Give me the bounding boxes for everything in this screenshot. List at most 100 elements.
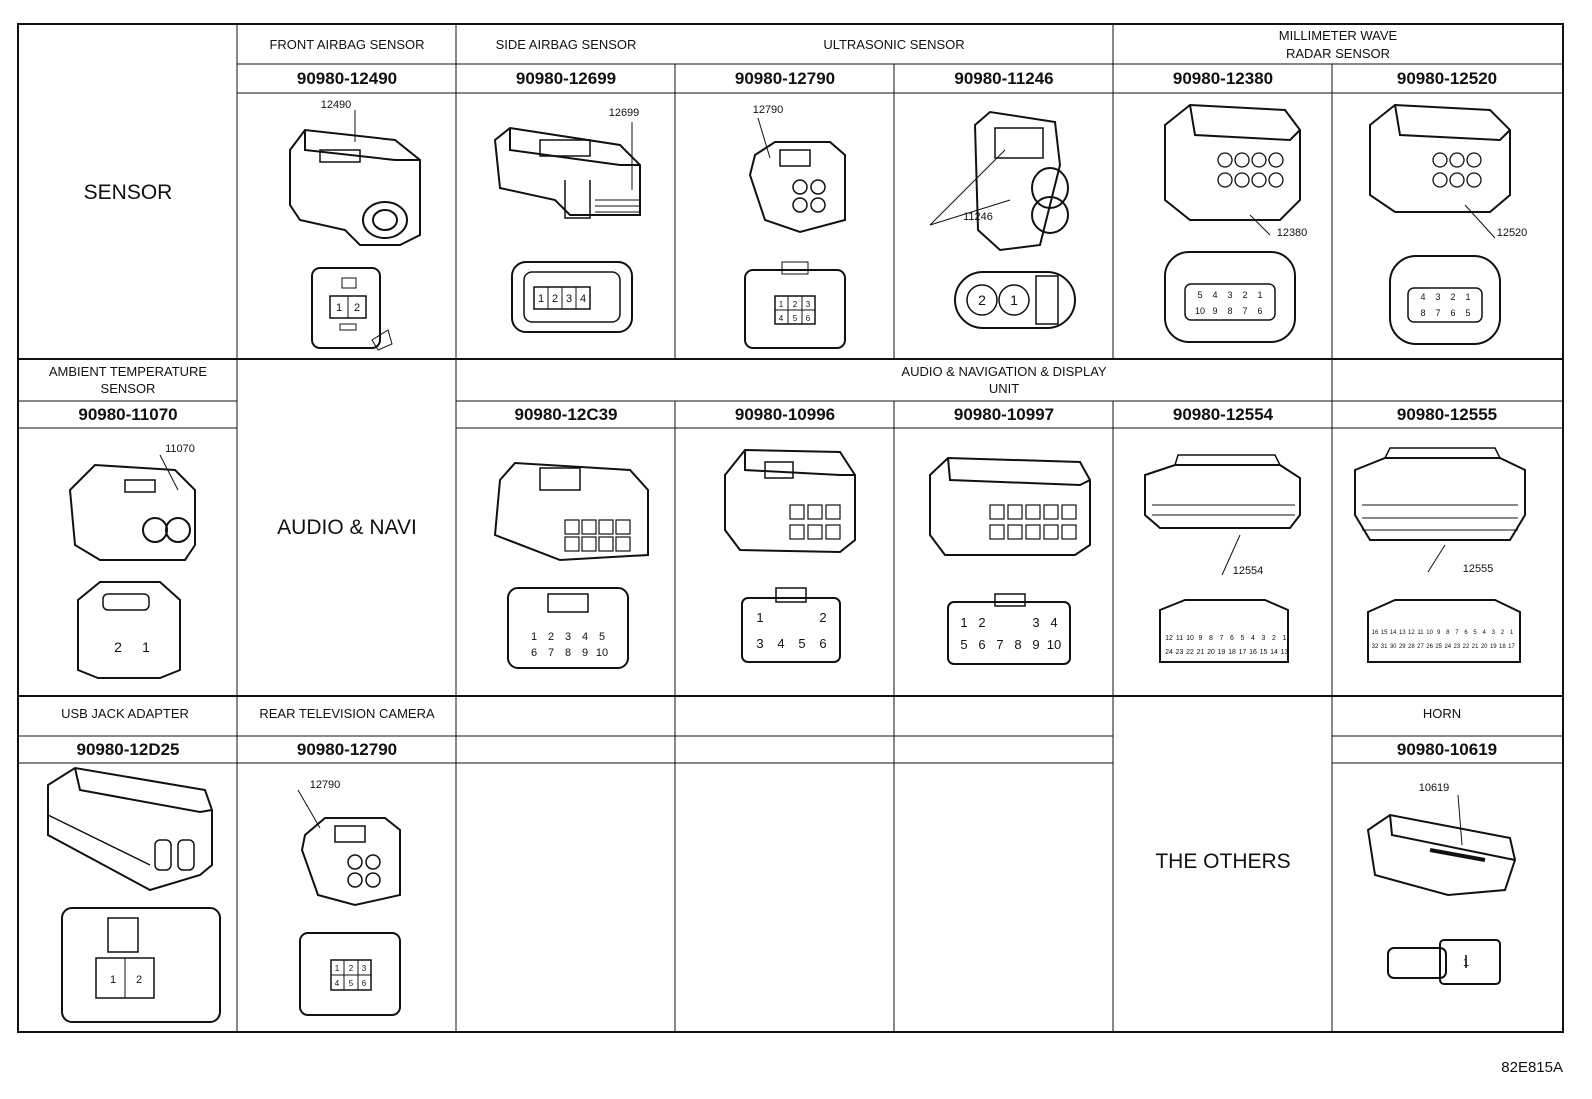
- connector-12C39-drawing: [493, 461, 649, 669]
- pin-number: 10: [1186, 635, 1194, 642]
- pin-number: 10: [1426, 630, 1433, 636]
- pin-number: 12: [1165, 635, 1173, 642]
- callout-label: 11070: [165, 443, 195, 455]
- pin-number: 7: [548, 647, 554, 659]
- part-number: 90980-12554: [1173, 405, 1274, 424]
- pin-number: 3: [1032, 615, 1039, 630]
- pin-number: 1: [1010, 292, 1018, 308]
- callout-label: 12490: [321, 99, 352, 111]
- pin-number: 19: [1490, 644, 1497, 650]
- pin-number: 6: [1257, 306, 1262, 316]
- category-audio-nav-line1: AUDIO & NAVIGATION & DISPLAY: [901, 364, 1106, 379]
- pin-number: 32: [1372, 644, 1379, 650]
- pin-number: 26: [1426, 644, 1433, 650]
- category-rear-camera: REAR TELEVISION CAMERA: [259, 706, 435, 721]
- pin-number: 25: [1435, 644, 1442, 650]
- category-ambient-line1: AMBIENT TEMPERATURE: [49, 364, 208, 379]
- pin-number: 1: [779, 300, 784, 309]
- pin-number: 7: [1435, 308, 1440, 318]
- callout-label: 12790: [310, 779, 341, 791]
- pin-number: 7: [1220, 635, 1224, 642]
- pin-number: 1: [142, 639, 150, 655]
- pin-number: 18: [1228, 649, 1236, 656]
- pin-number: 5: [960, 637, 967, 652]
- pin-number: 4: [1483, 630, 1487, 636]
- pin-number: 6: [362, 979, 367, 988]
- callout-label: 12699: [609, 107, 640, 119]
- pin-number: 21: [1472, 644, 1479, 650]
- pin-number: 4: [1420, 292, 1425, 302]
- pin-number: 30: [1390, 644, 1397, 650]
- pin-number: 2: [136, 974, 142, 986]
- pin-number: 2: [793, 300, 798, 309]
- pin-number: 5: [1465, 308, 1470, 318]
- part-number: 90980-12490: [297, 69, 397, 88]
- category-mmwave-line2: RADAR SENSOR: [1286, 46, 1390, 61]
- pin-number: 3: [566, 293, 572, 305]
- pin-number: 1: [336, 302, 342, 314]
- row-label-audio-navi: AUDIO & NAVI: [277, 516, 417, 539]
- connector-12490-drawing: [289, 110, 421, 351]
- pin-number: 6: [806, 314, 811, 323]
- pin-number: 2: [1450, 292, 1455, 302]
- pin-number: 4: [1251, 635, 1255, 642]
- pin-number: 1: [335, 964, 340, 973]
- pin-number: 3: [806, 300, 811, 309]
- pin-number: 11: [1417, 630, 1424, 636]
- part-number: 90980-12555: [1397, 405, 1497, 424]
- connector-12555-drawing: [1354, 447, 1526, 663]
- pin-number: 20: [1207, 649, 1215, 656]
- pin-number: 6: [1464, 630, 1468, 636]
- callout-label: 12554: [1233, 565, 1264, 577]
- connector-11070-drawing: [68, 454, 196, 679]
- pin-number: 1: [1257, 290, 1262, 300]
- pin-number: 5: [599, 631, 605, 643]
- grid-lines: [17, 23, 1564, 1033]
- callout-label: 12520: [1497, 227, 1528, 239]
- pin-number: 9: [1032, 637, 1039, 652]
- pin-number: 8: [1446, 630, 1450, 636]
- callout-label: 10619: [1419, 782, 1450, 794]
- connector-11246-drawing: [929, 110, 1076, 329]
- pin-number: 14: [1390, 630, 1397, 636]
- category-mmwave-line1: MILLIMETER WAVE: [1279, 28, 1398, 43]
- pin-number: 15: [1381, 630, 1388, 636]
- category-audio-nav-line2: UNIT: [989, 381, 1019, 396]
- pin-number: 24: [1165, 649, 1173, 656]
- figure-code: 82E815A: [1501, 1059, 1563, 1076]
- pin-number: 27: [1417, 644, 1424, 650]
- pin-number: 2: [349, 964, 354, 973]
- connector-10619-drawing: [1366, 794, 1517, 985]
- pin-number: 3: [1435, 292, 1440, 302]
- part-number: 90980-12380: [1173, 69, 1273, 88]
- pin-number: 5: [1473, 630, 1477, 636]
- pin-number: 6: [1450, 308, 1455, 318]
- pin-number: 2: [978, 615, 985, 630]
- pin-number: 7: [1242, 306, 1247, 316]
- pin-number: 18: [1499, 644, 1506, 650]
- pin-number: 21: [1197, 649, 1205, 656]
- pin-number: 3: [1492, 630, 1496, 636]
- pin-number: 22: [1463, 644, 1470, 650]
- pin-number: 5: [349, 979, 354, 988]
- connector-12520-drawing: [1369, 103, 1511, 345]
- pin-number: 8: [565, 647, 571, 659]
- pin-number: 6: [819, 636, 826, 651]
- pin-number: 10: [596, 647, 608, 659]
- pin-number: 5: [1241, 635, 1245, 642]
- connector-10996-drawing: [724, 448, 856, 663]
- connector-12699-drawing: [493, 122, 641, 333]
- pin-number: 4: [1050, 615, 1057, 630]
- pin-number: 19: [1218, 649, 1226, 656]
- pin-number: 4: [777, 636, 784, 651]
- row-label-sensor: SENSOR: [84, 181, 173, 204]
- pin-number: 4: [582, 631, 588, 643]
- pin-number: 4: [1212, 290, 1217, 300]
- pin-number: 2: [1242, 290, 1247, 300]
- pin-number: 2: [354, 302, 360, 314]
- pin-number: 23: [1454, 644, 1461, 650]
- pin-number: 8: [1014, 637, 1021, 652]
- pin-number: 1: [538, 293, 544, 305]
- category-ambient-line2: SENSOR: [101, 381, 156, 396]
- callout-label: 12555: [1463, 563, 1494, 575]
